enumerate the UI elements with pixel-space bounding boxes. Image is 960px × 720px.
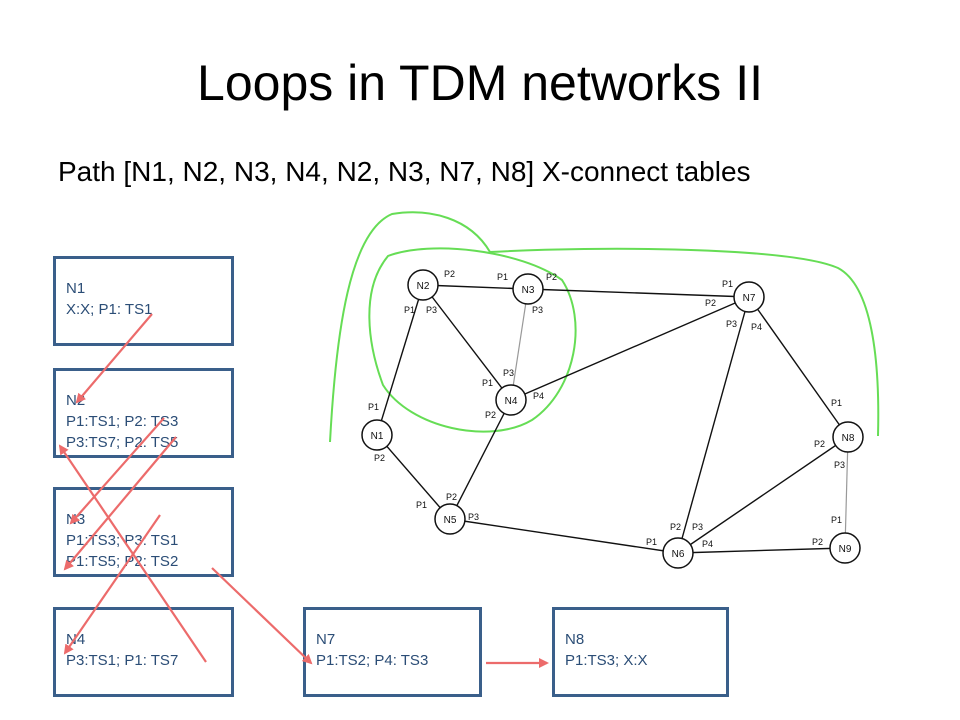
port-label: P3 bbox=[532, 305, 543, 315]
table-row: P1:TS1; P2: TS3 bbox=[66, 413, 179, 430]
port-label: P2 bbox=[670, 522, 681, 532]
port-label: P3 bbox=[426, 305, 437, 315]
port-label: P1 bbox=[416, 500, 427, 510]
path-arrow bbox=[63, 436, 177, 571]
node-n5: N5 bbox=[434, 503, 466, 535]
table-row: X:X; P1: TS1 bbox=[66, 301, 153, 318]
node-label: N9 bbox=[839, 544, 852, 555]
link-n4-n7 bbox=[510, 296, 750, 401]
node-label: N4 bbox=[505, 396, 518, 407]
table-row: P1:TS5; P2: TS2 bbox=[66, 553, 179, 570]
path-arrows bbox=[58, 313, 549, 668]
xconnect-table-n1: N1 X:X; P1: TS1 bbox=[53, 256, 234, 346]
port-label: P3 bbox=[692, 522, 703, 532]
port-label: P1 bbox=[497, 272, 508, 282]
table-row: P1:TS2; P4: TS3 bbox=[316, 652, 429, 669]
table-title: N8 bbox=[565, 631, 585, 648]
port-label: P1 bbox=[831, 515, 842, 525]
node-n9: N9 bbox=[829, 532, 861, 564]
port-label: P3 bbox=[468, 512, 479, 522]
link-n7-n6 bbox=[677, 296, 750, 554]
link-n4-n5 bbox=[449, 399, 512, 520]
slide-title: Loops in TDM networks II bbox=[197, 55, 763, 111]
port-label: P2 bbox=[374, 453, 385, 463]
node-label: N2 bbox=[417, 281, 430, 292]
link-n2-n3 bbox=[422, 284, 529, 290]
link-n1-n2 bbox=[376, 284, 424, 436]
node-n1: N1 bbox=[361, 419, 393, 451]
port-label: P3 bbox=[834, 460, 845, 470]
port-label: P1 bbox=[646, 537, 657, 547]
port-label: P4 bbox=[751, 322, 762, 332]
path-arrow bbox=[75, 313, 153, 404]
node-n3: N3 bbox=[512, 273, 544, 305]
port-label: P2 bbox=[444, 269, 455, 279]
link-n1-n5 bbox=[376, 434, 451, 520]
network-nodes: N1 N2 N3 N4 N5 N6 N7 N8 N9 bbox=[361, 269, 864, 569]
table-row: P1:TS3; X:X bbox=[565, 652, 648, 669]
port-label: P3 bbox=[503, 368, 514, 378]
port-label: P2 bbox=[812, 537, 823, 547]
xconnect-table-n7: N7 P1:TS2; P4: TS3 bbox=[303, 607, 482, 697]
loop-outline-inner bbox=[368, 247, 577, 433]
link-n2-n4 bbox=[422, 284, 512, 401]
link-n6-n9 bbox=[677, 547, 846, 554]
port-label: P1 bbox=[404, 305, 415, 315]
link-n5-n6 bbox=[449, 518, 679, 554]
node-label: N3 bbox=[522, 285, 535, 296]
path-arrow bbox=[69, 417, 165, 525]
port-label: P3 bbox=[726, 319, 737, 329]
node-label: N7 bbox=[743, 293, 756, 304]
port-label: P4 bbox=[702, 539, 713, 549]
table-title: N7 bbox=[316, 631, 336, 648]
xconnect-table-n2: N2 P1:TS1; P2: TS3 P3:TS7; P2: TS5 bbox=[53, 368, 234, 458]
port-label: P1 bbox=[722, 279, 733, 289]
table-title: N1 bbox=[66, 280, 86, 297]
slide-subtitle: Path [N1, N2, N3, N4, N2, N3, N7, N8] X-… bbox=[58, 156, 751, 187]
port-label: P4 bbox=[533, 391, 544, 401]
node-label: N8 bbox=[842, 433, 855, 444]
port-label: P2 bbox=[446, 492, 457, 502]
node-label: N6 bbox=[672, 549, 685, 560]
link-n3-n7 bbox=[527, 288, 750, 298]
node-label: N1 bbox=[371, 431, 384, 442]
node-n8: N8 bbox=[832, 421, 864, 453]
port-labels: P1 P1 P2 P1 P3 P1 P3 P3 P2 P1 P4 P2 P2 P… bbox=[368, 269, 845, 549]
xconnect-table-n8: N8 P1:TS3; X:X bbox=[552, 607, 729, 697]
port-label: P1 bbox=[831, 398, 842, 408]
link-n7-n8 bbox=[748, 296, 849, 438]
node-n4: N4 bbox=[495, 384, 527, 416]
table-row: P1:TS3; P3: TS1 bbox=[66, 532, 179, 549]
port-label: P1 bbox=[368, 402, 379, 412]
loop-outline-outer bbox=[329, 211, 880, 443]
table-row: P3:TS7; P2: TS5 bbox=[66, 434, 179, 451]
link-n8-n6 bbox=[677, 436, 849, 554]
node-n6: N6 bbox=[662, 537, 694, 569]
port-label: P2 bbox=[546, 272, 557, 282]
port-label: P2 bbox=[705, 298, 716, 308]
node-label: N5 bbox=[444, 515, 457, 526]
path-arrow bbox=[58, 444, 207, 663]
path-arrow bbox=[63, 514, 161, 655]
node-n2: N2 bbox=[407, 269, 439, 301]
table-row: P3:TS1; P1: TS7 bbox=[66, 652, 179, 669]
link-n8-n9 bbox=[844, 436, 849, 549]
port-label: P2 bbox=[814, 439, 825, 449]
network-links bbox=[376, 284, 849, 554]
node-n7: N7 bbox=[733, 281, 765, 313]
xconnect-table-n3: N3 P1:TS3; P3: TS1 P1:TS5; P2: TS2 bbox=[53, 487, 234, 577]
port-label: P1 bbox=[482, 378, 493, 388]
path-arrow bbox=[211, 567, 313, 665]
link-n3-n4 bbox=[510, 288, 529, 401]
port-label: P2 bbox=[485, 410, 496, 420]
